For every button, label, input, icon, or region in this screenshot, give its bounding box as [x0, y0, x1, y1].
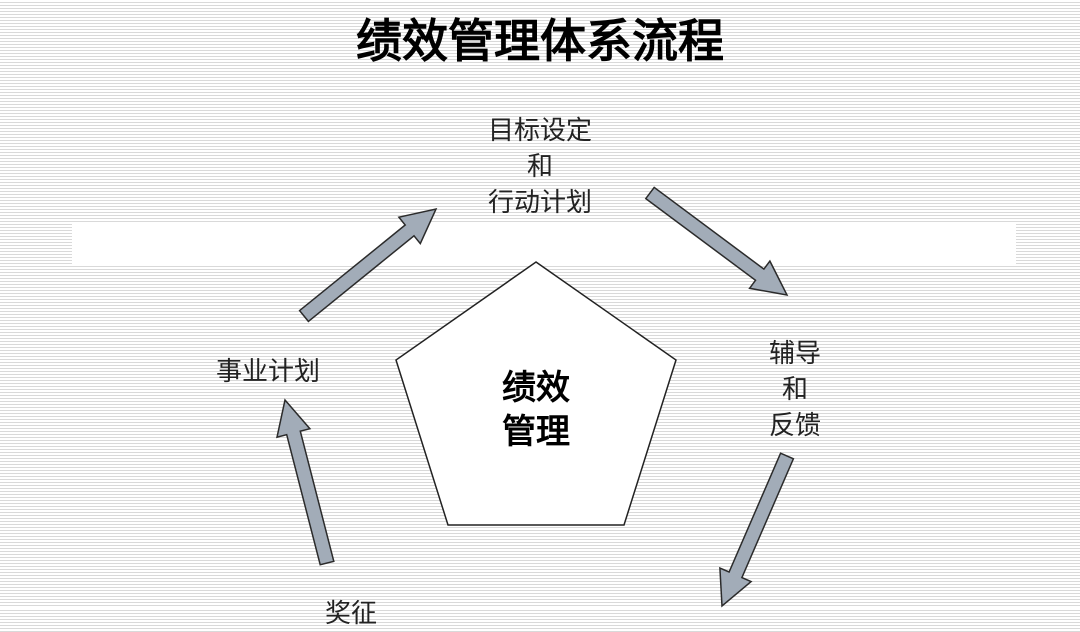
node-goal-setting-line1: 目标设定 — [487, 116, 592, 146]
node-goal-setting-line2: 和 — [526, 152, 553, 182]
node-business-plan-label: 事业计划 — [215, 357, 320, 387]
center-label-line2: 管理 — [502, 412, 570, 452]
node-goal-setting: 目标设定 和 行动计划 — [470, 113, 610, 221]
page-title: 绩效管理体系流程 — [356, 14, 724, 68]
arrow-business-plan-to-goal — [298, 207, 438, 323]
node-coaching-line1: 辅导 — [768, 339, 821, 369]
node-goal-setting-line3: 行动计划 — [487, 188, 592, 218]
center-label: 绩效 管理 — [476, 366, 596, 454]
node-reward-partial-label: 奖征 — [324, 599, 377, 629]
node-reward-partial: 奖征 — [306, 596, 396, 632]
arrow-reward-to-business-plan — [276, 398, 335, 566]
center-pentagon — [395, 261, 677, 526]
node-business-plan: 事业计划 — [200, 354, 336, 390]
arrow-coaching-to-reward — [719, 452, 795, 608]
process-diagram — [276, 186, 795, 608]
arrow-goal-to-coaching — [644, 186, 789, 297]
white-band — [72, 222, 1016, 264]
node-coaching-line2: 和 — [781, 375, 808, 405]
node-coaching-line3: 反馈 — [768, 411, 821, 441]
center-label-line1: 绩效 — [502, 368, 570, 408]
node-coaching: 辅导 和 反馈 — [750, 336, 840, 444]
